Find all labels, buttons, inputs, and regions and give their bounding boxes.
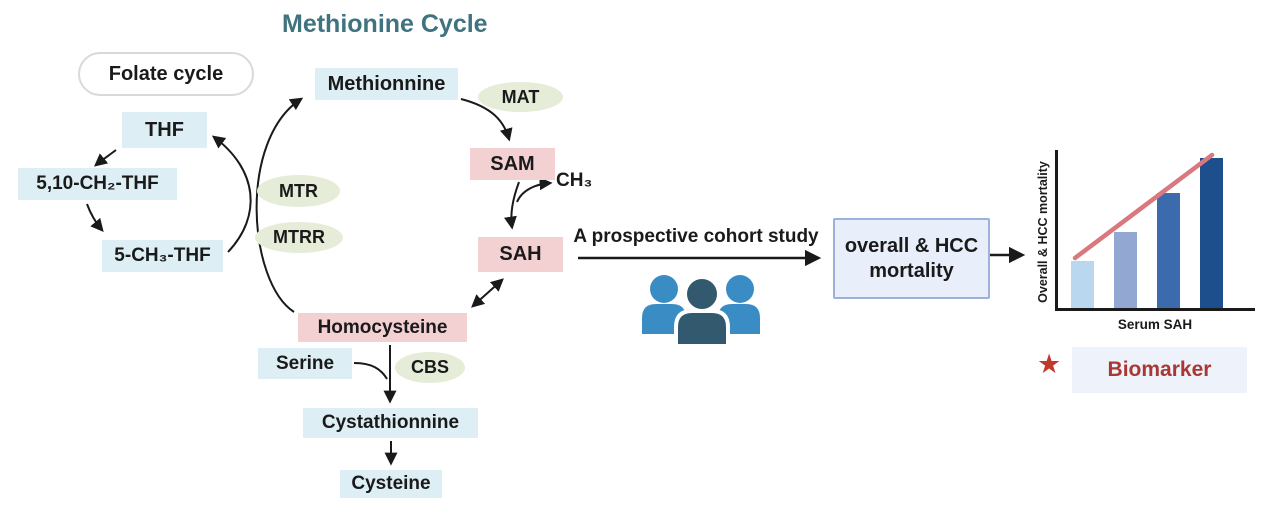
star-icon: ★ [1037, 349, 1062, 379]
node-cysteine: Cysteine [340, 470, 442, 498]
folate-cycle-pill: Folate cycle [78, 52, 254, 96]
node-sam: SAM [470, 148, 555, 180]
enzyme-cbs: CBS [395, 352, 465, 383]
arrow-homocysteine-to-methionine [255, 97, 304, 313]
chart-bar [1200, 157, 1223, 308]
ch3-leaving-group-label: CH₃ [556, 170, 593, 191]
cohort-people-icon [642, 275, 760, 348]
biomarker-box: Biomarker [1072, 347, 1247, 393]
arrow-sam-to-ch3 [516, 177, 553, 203]
chart-y-axis-label: Overall & HCC mortality [1036, 161, 1050, 303]
enzyme-mat: MAT [478, 82, 563, 112]
enzyme-mtr: MTR [257, 175, 340, 207]
chart-x-axis-label: Serum SAH [1117, 317, 1193, 332]
mortality-bar-chart [1055, 150, 1255, 311]
node-5-10-ch2-thf: 5,10-CH₂-THF [18, 168, 177, 200]
arrow-sam-to-sah [503, 181, 520, 230]
outcome-box: overall & HCC mortality [833, 218, 990, 299]
arrow-thf-to-ch2thf [94, 149, 117, 167]
node-5-ch3-thf: 5-CH₃-THF [102, 240, 223, 272]
node-sah: SAH [478, 237, 563, 272]
node-methionine: Methionnine [315, 68, 458, 100]
chart-trend-line [1072, 152, 1215, 261]
cohort-study-label: A prospective cohort study [573, 226, 819, 247]
outcome-label: overall & HCC mortality [844, 234, 979, 282]
page-title: Methionine Cycle [282, 10, 488, 38]
chart-bar [1071, 260, 1094, 308]
arrow-ch3thf-to-thf [211, 135, 252, 253]
arrow-sah-homocysteine-bidirectional [471, 278, 504, 308]
node-cystathionine: Cystathionnine [303, 408, 478, 438]
node-thf: THF [122, 112, 207, 148]
folate-cycle-label: Folate cycle [108, 62, 224, 85]
arrow-methionine-to-sam [460, 98, 513, 142]
biomarker-label: Biomarker [1107, 358, 1212, 381]
chart-bar [1157, 192, 1180, 308]
node-serine: Serine [258, 348, 352, 379]
chart-bar [1114, 232, 1137, 308]
node-homocysteine: Homocysteine [298, 313, 467, 342]
enzyme-mtrr: MTRR [255, 222, 343, 253]
arrow-serine-merge [353, 362, 388, 380]
arrow-ch2thf-to-ch3thf [86, 203, 104, 232]
